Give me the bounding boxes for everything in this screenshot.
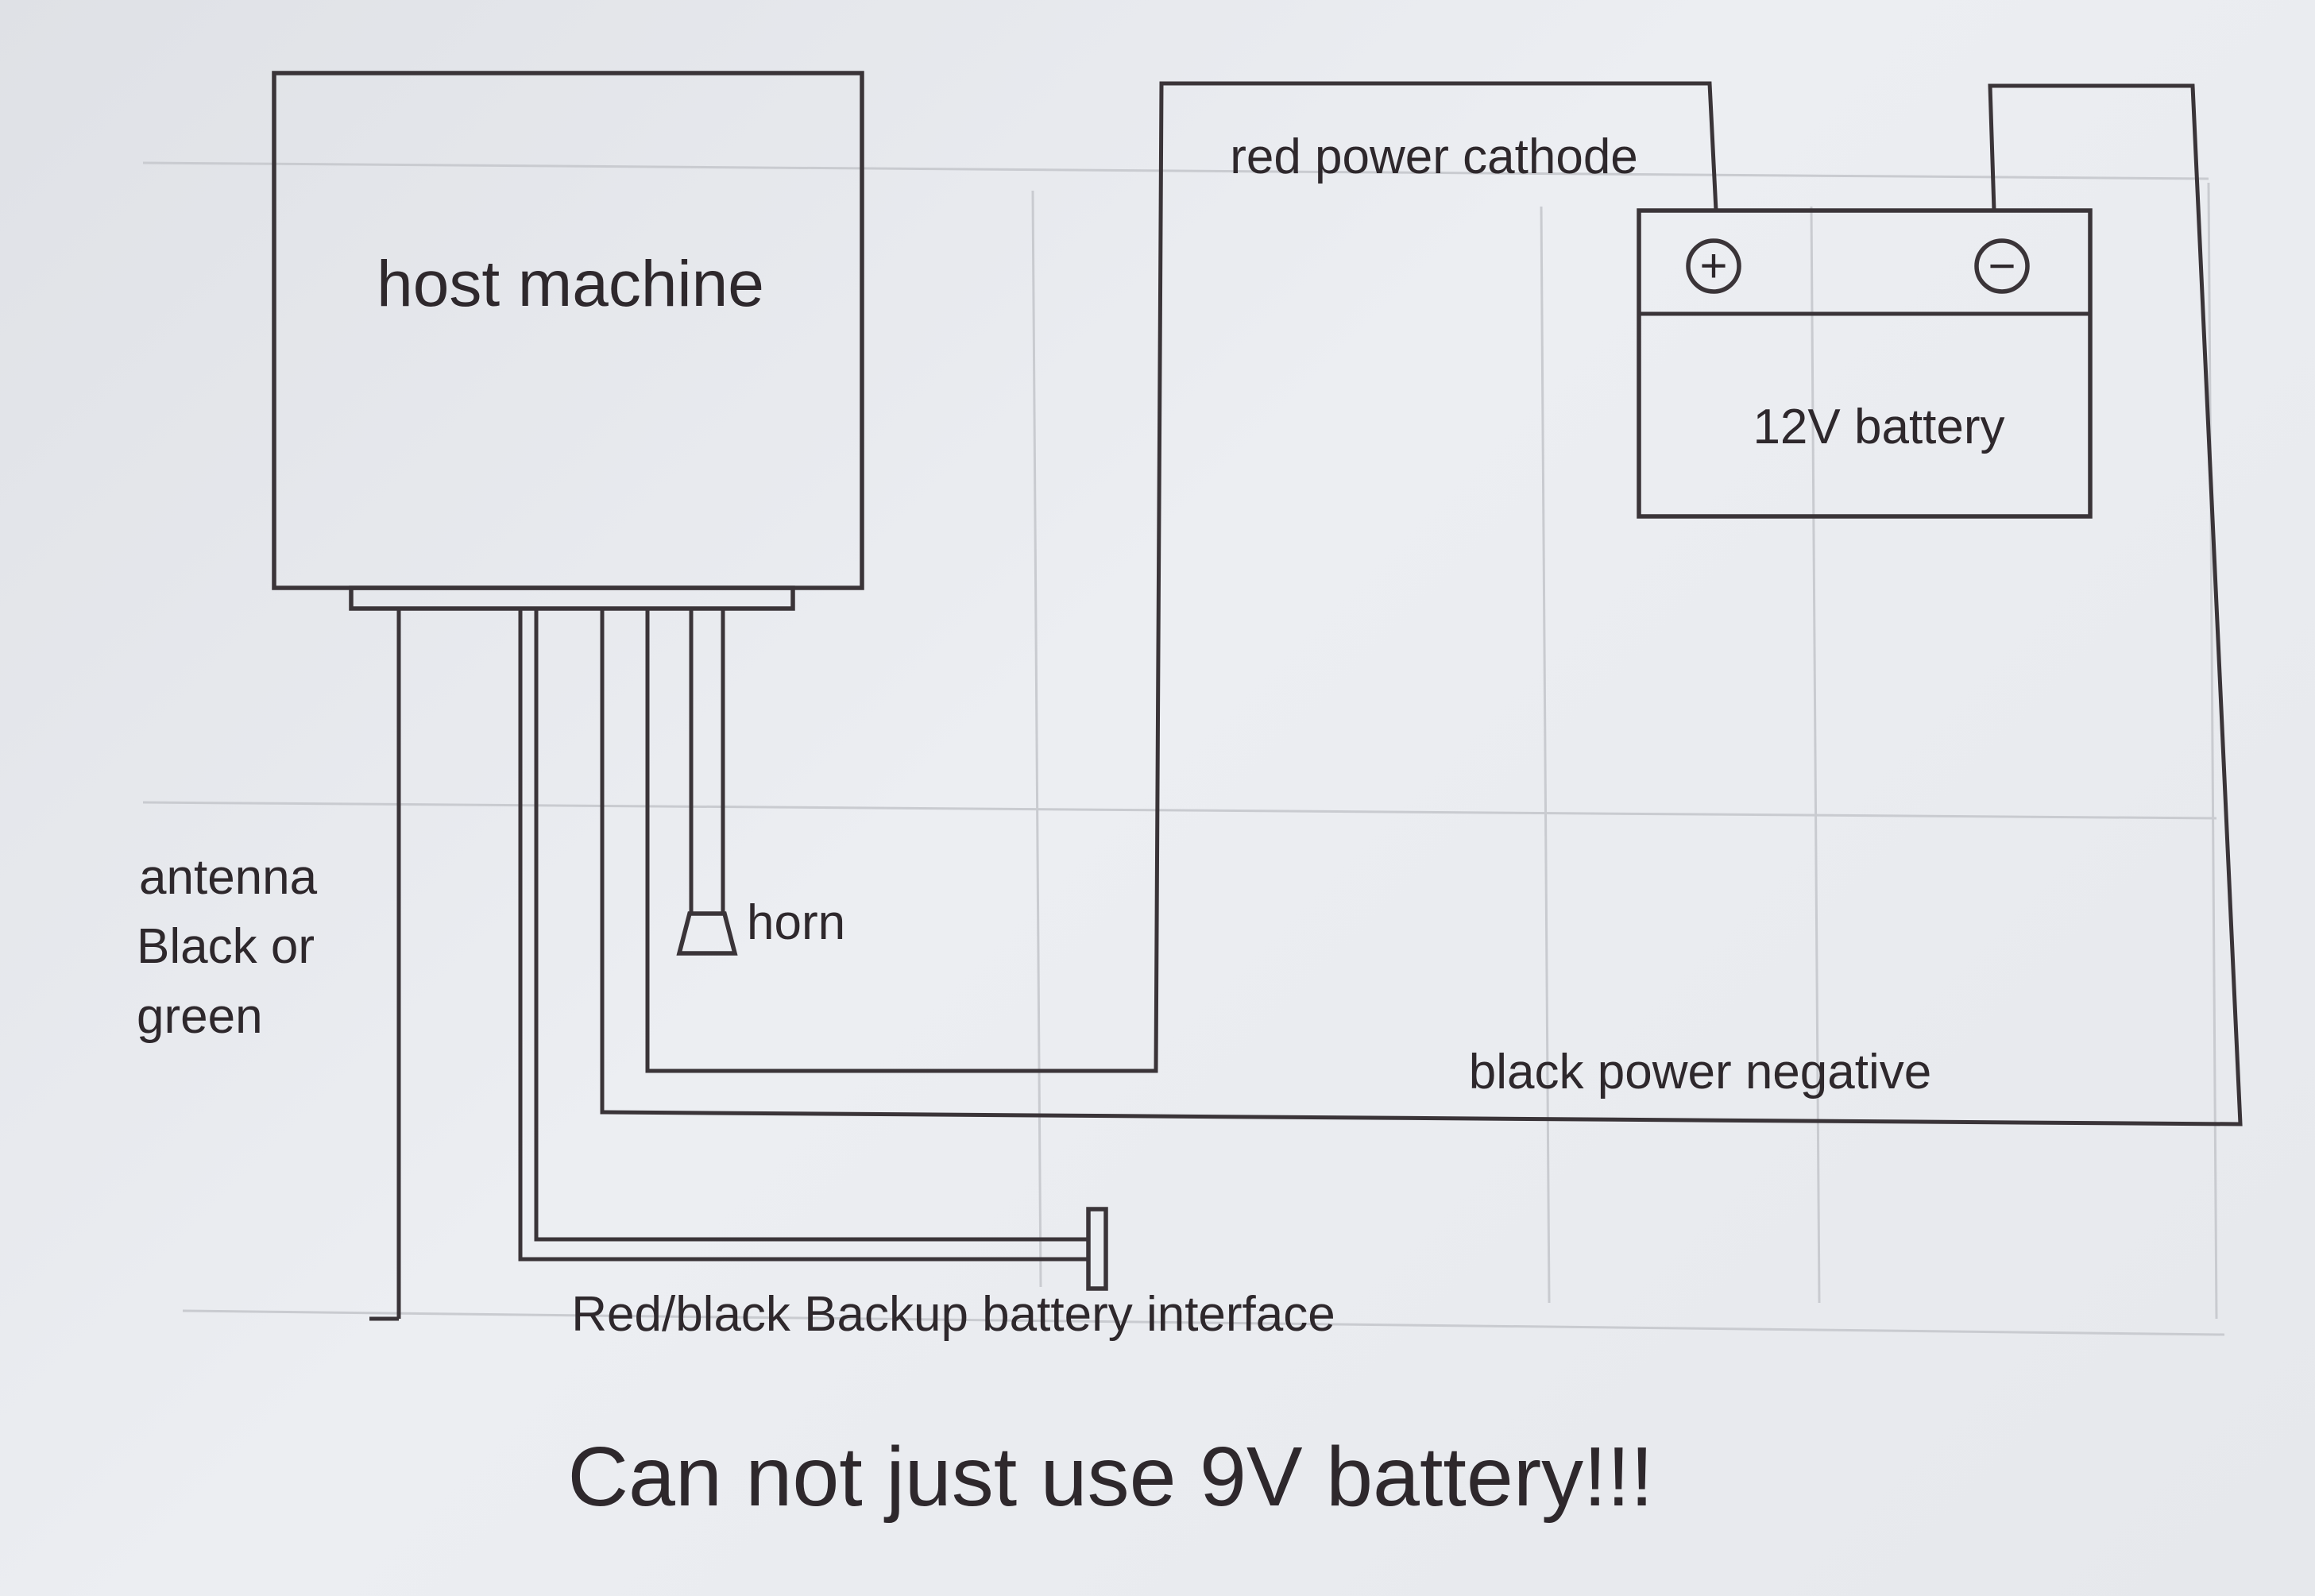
backup-connector bbox=[1086, 1207, 1108, 1291]
negative-terminal-icon bbox=[1974, 238, 2030, 294]
backup-wire-outer bbox=[518, 609, 1088, 1262]
black-negative-wire bbox=[600, 83, 2243, 1126]
host-machine-box bbox=[272, 71, 864, 590]
backup-wire-inner bbox=[534, 609, 1088, 1242]
battery-box bbox=[1637, 208, 2093, 519]
negative-terminal-sign: − bbox=[1988, 239, 2015, 292]
host-machine-base bbox=[349, 585, 795, 611]
horn-icon bbox=[676, 911, 738, 956]
bleed-through-grid bbox=[142, 161, 2225, 1336]
backup-interface-label: Red/black Backup battery interface bbox=[571, 1287, 1335, 1342]
warning-text: Can not just use 9V battery!!! bbox=[568, 1430, 1654, 1524]
battery-label: 12V battery bbox=[1753, 400, 2004, 454]
antenna-color-label-2: green bbox=[137, 989, 263, 1044]
host-machine-label: host machine bbox=[377, 248, 764, 320]
horn-label: horn bbox=[747, 895, 845, 950]
antenna-color-label-1: Black or bbox=[137, 919, 315, 974]
black-negative-label: black power negative bbox=[1469, 1045, 1931, 1099]
positive-terminal-sign: + bbox=[1699, 239, 1727, 292]
red-cathode-wire bbox=[645, 81, 1718, 1073]
red-cathode-label: red power cathode bbox=[1230, 129, 1638, 184]
positive-terminal-icon bbox=[1686, 238, 1741, 294]
antenna-label: antenna bbox=[139, 850, 318, 905]
